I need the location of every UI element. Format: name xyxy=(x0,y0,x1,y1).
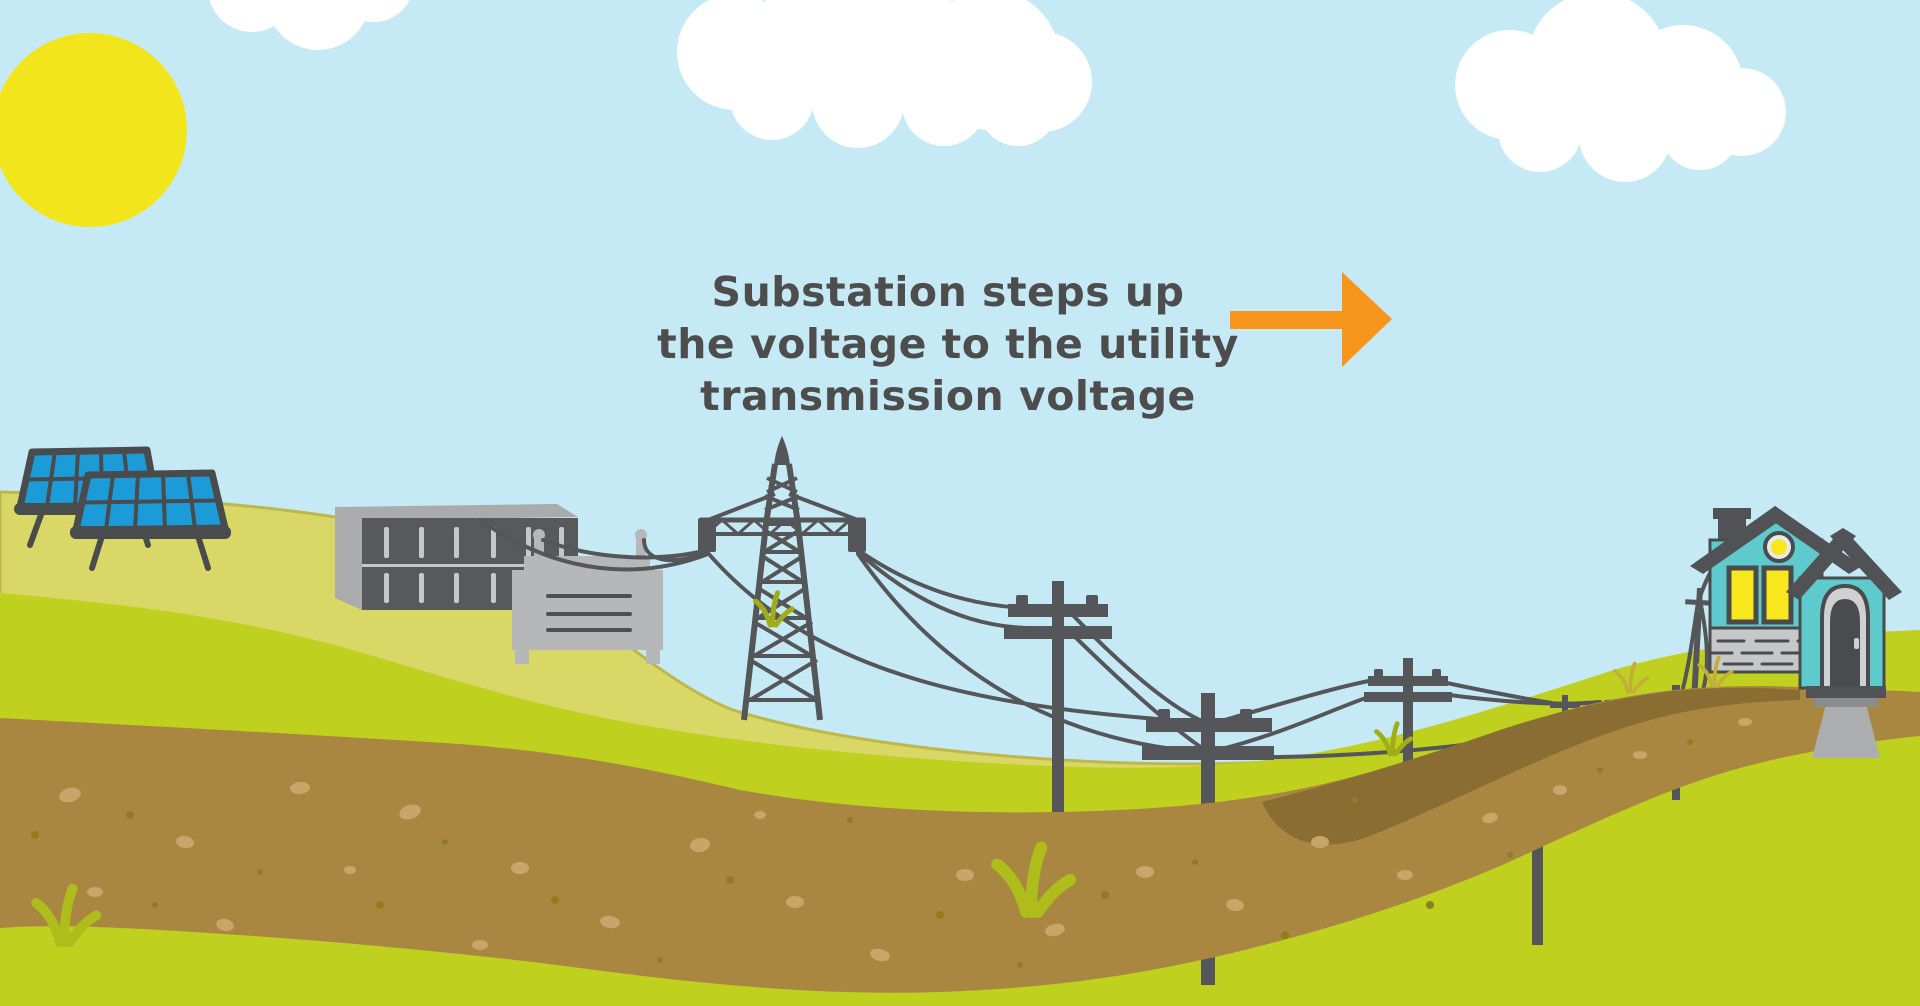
cloud-center xyxy=(677,0,1092,148)
caption-line-3: transmission voltage xyxy=(700,372,1196,420)
porch-roof-right xyxy=(1830,528,1902,600)
house xyxy=(1690,506,1902,707)
utility-pole-1 xyxy=(1004,581,1112,815)
arrow-right-icon xyxy=(1230,272,1392,367)
utility-pole-3 xyxy=(1364,658,1452,772)
porch-step-lower xyxy=(1814,698,1878,707)
door xyxy=(1830,599,1860,686)
cloud-small-left xyxy=(209,0,410,50)
utility-pole-2 xyxy=(1142,693,1274,985)
window-left xyxy=(1726,565,1759,625)
round-window-pane xyxy=(1771,539,1787,555)
house-roof-left xyxy=(1690,506,1788,574)
door-handle xyxy=(1854,638,1859,649)
transmission-tower xyxy=(698,436,866,721)
house-walkway xyxy=(1812,704,1880,758)
caption-line-2: the voltage to the utility xyxy=(657,320,1239,368)
sun-icon xyxy=(0,33,187,227)
caption: Substation steps up the voltage to the u… xyxy=(657,266,1239,422)
porch-roof-left xyxy=(1786,528,1856,600)
dirt-road-shadow xyxy=(1262,687,1800,845)
house-roof-right xyxy=(1764,506,1862,574)
pebbles xyxy=(31,706,1852,968)
cloud-right xyxy=(1455,0,1786,182)
solar-panels xyxy=(14,446,231,571)
window-right xyxy=(1761,565,1794,625)
caption-line-1: Substation steps up xyxy=(711,268,1185,316)
porch-step xyxy=(1806,686,1886,698)
utility-pole-7 xyxy=(1685,587,1714,708)
grass-tufts xyxy=(31,590,1734,947)
chimney-cap xyxy=(1713,508,1751,519)
solar-panel-front xyxy=(70,469,231,571)
